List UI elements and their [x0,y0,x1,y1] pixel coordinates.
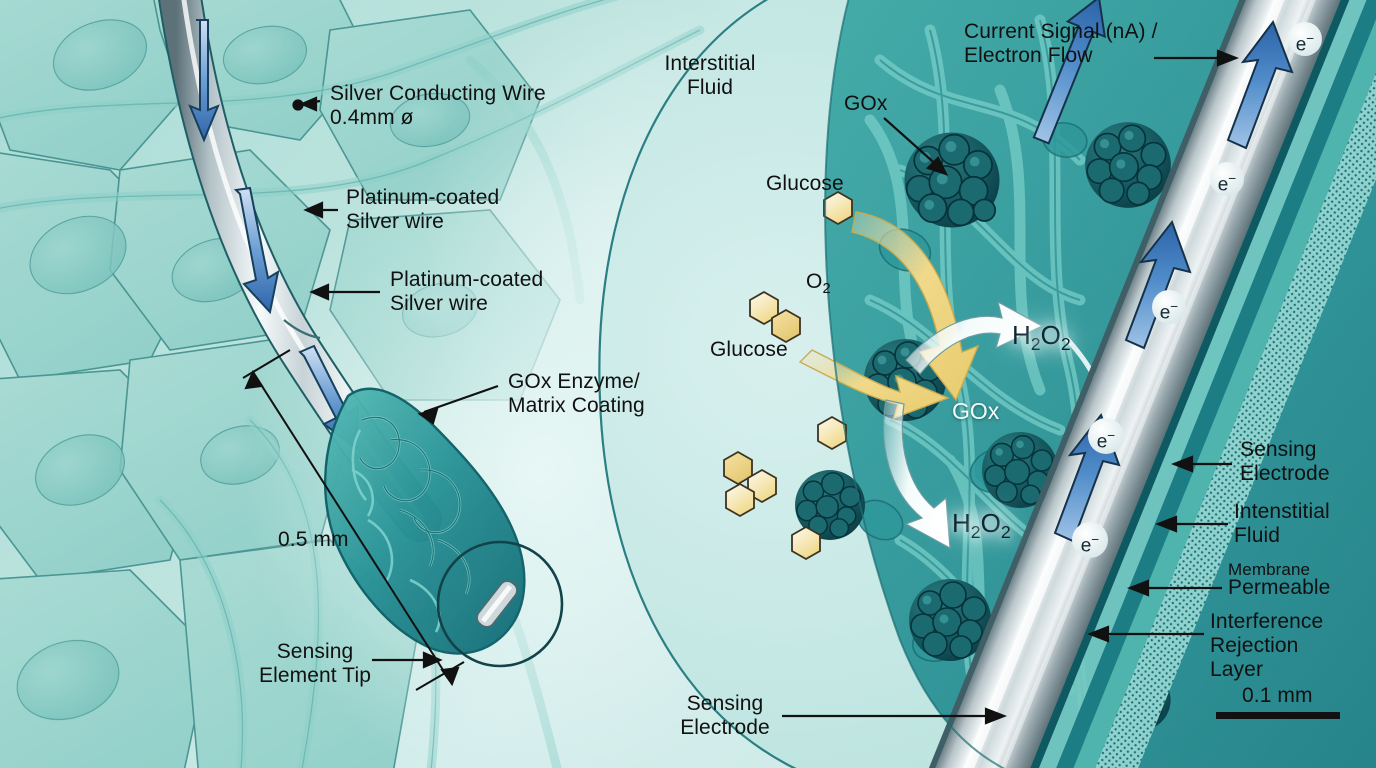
label-glucose-top: Glucose [766,172,844,195]
label-sensing-element-tip: Sensing Element Tip [259,640,371,687]
label-h2o2-top: H2O2 [1012,320,1071,355]
dimension-line [242,349,465,691]
label-interstitial-fluid: Interstitial Fluid [664,52,756,99]
label-platinum-coated-1: Platinum-coated Silver wire [346,186,500,233]
label-glucose-bottom: Glucose [710,338,788,361]
label-permeable: Permeable [1228,576,1331,599]
label-gox-callout: GOx [844,92,888,115]
magnifier-circle-icon [436,540,564,668]
scale-bar-icon [1216,712,1340,719]
label-silver-conducting-wire: Silver Conducting Wire 0.4mm ø [330,82,546,129]
arrow-icon [798,211,980,420]
o2-subscript: 2 [822,281,831,298]
label-sensing-electrode-right: Sensing Electrode [1240,438,1330,485]
electron-badge-icon-1: e− [1288,22,1322,56]
o2-symbol: O [806,270,823,293]
label-scale-bar: 0.1 mm [1242,684,1313,707]
arrow-icon [188,19,360,450]
electron-badge-icon-5: e− [1072,522,1108,558]
label-platinum-coated-2: Platinum-coated Silver wire [390,268,544,315]
label-o2: O2 [806,270,831,298]
hexagon-icon [723,190,853,561]
label-gox-center: GOx [952,398,1000,424]
label-gox-enzyme-matrix-coating: GOx Enzyme/ Matrix Coating [508,370,645,417]
reaction-cycle-arrows [883,300,1044,550]
label-interference-rejection-layer: Interference Rejection Layer [1210,610,1324,681]
label-h2o2-bottom: H2O2 [952,508,1011,543]
electron-badge-icon-4: e− [1088,418,1124,454]
gox-matrix-coating [323,387,526,655]
label-membrane: Membrane [1228,560,1311,579]
label-dimension-05mm: 0.5 mm [278,528,349,551]
electron-badge-icon-2: e− [1210,162,1244,196]
label-sensing-electrode-bottom: Sensing Electrode [680,692,770,739]
electron-badge-icon-3: e− [1152,290,1186,324]
magnifier-circle-icon [598,0,797,768]
label-intenstitial-fluid-right: Intenstitial Fluid [1234,500,1330,547]
label-current-signal-electron-flow: Current Signal (nA) / Electron Flow [964,20,1158,67]
